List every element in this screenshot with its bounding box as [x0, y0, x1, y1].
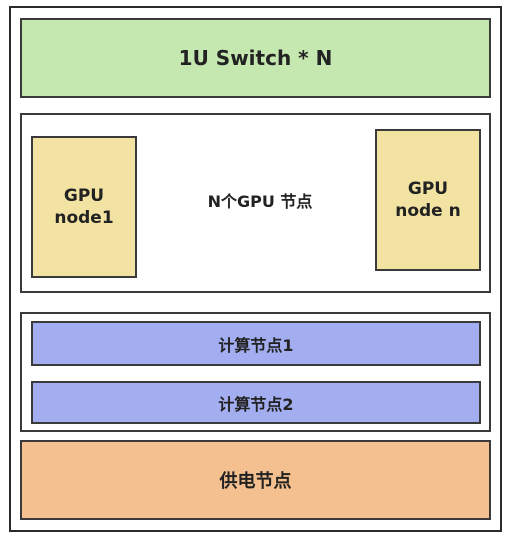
gpu-node-first-line2: node1 [54, 208, 114, 228]
compute-node-1-label: 计算节点1 [218, 335, 294, 355]
gpu-node-last-line2: node n [395, 201, 461, 221]
switch-block: 1U Switch * N [20, 18, 491, 98]
gpu-node-last: GPU node n [375, 129, 481, 271]
compute-node-1: 计算节点1 [31, 321, 481, 366]
power-block: 供电节点 [20, 440, 491, 520]
compute-node-2-label: 计算节点2 [218, 394, 294, 414]
switch-label: 1U Switch * N [178, 46, 333, 70]
gpu-node-first-line1: GPU [63, 186, 105, 206]
gpu-section-label: N个GPU 节点 [207, 192, 313, 211]
power-label: 供电节点 [219, 471, 292, 492]
compute-node-2: 计算节点2 [31, 381, 481, 424]
gpu-node-first: GPU node1 [31, 136, 137, 278]
gpu-node-last-line1: GPU [407, 179, 449, 199]
